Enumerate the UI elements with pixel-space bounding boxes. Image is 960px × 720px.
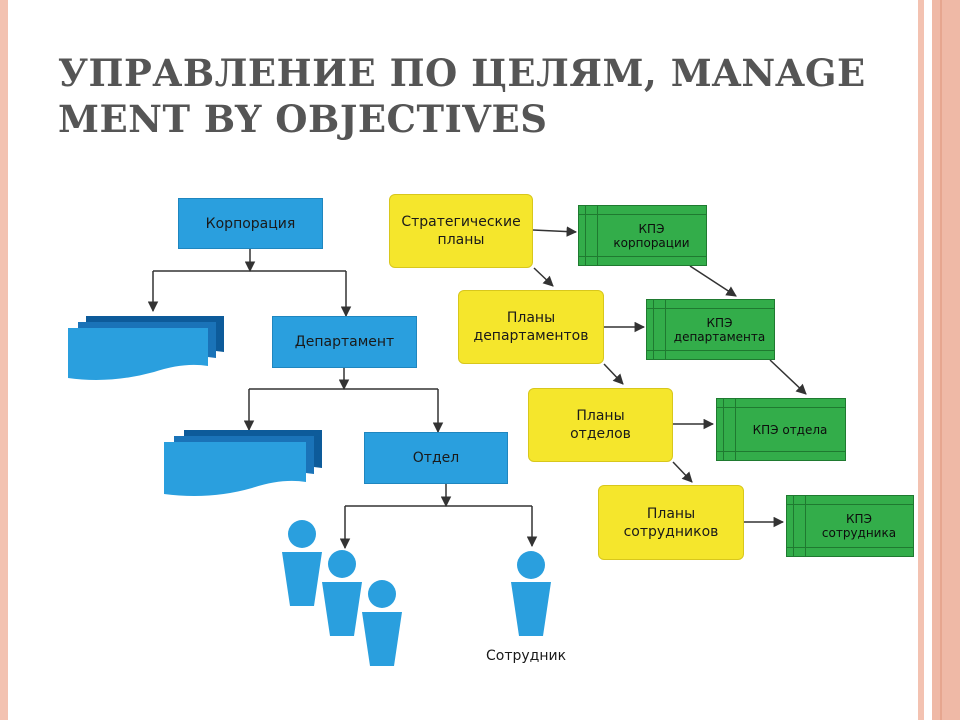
division-plans-label: Планы отделов (570, 408, 631, 442)
division-plans-box: Планы отделов (528, 388, 673, 462)
department-plans-box: Планы департаментов (458, 290, 604, 364)
employee-plans-label: Планы сотрудников (623, 505, 719, 540)
slide-frame-right-inner (918, 0, 924, 720)
slide-frame-right-line (940, 0, 942, 720)
slide-title: УПРАВЛЕНИЕ ПО ЦЕЛЯМ, MANAGE MENT BY OBJE… (58, 51, 866, 141)
kpi-department-label: КПЭ департамента (673, 315, 766, 344)
person-icon (362, 580, 402, 666)
connector-arrow (689, 265, 737, 297)
kpi-department-box: КПЭ департамента (646, 299, 775, 360)
division-label: Отдел (412, 450, 460, 466)
department-plans-label: Планы департаментов (473, 310, 589, 344)
employee-caption: Сотрудник (486, 648, 567, 664)
connector-arrow (769, 359, 807, 395)
corporation-box: Корпорация (178, 198, 323, 249)
department-box: Департамент (272, 316, 417, 368)
document-stack-icon (68, 316, 224, 380)
kpi-employee-label: КПЭ сотрудника (821, 512, 897, 540)
plan-connectors (532, 226, 807, 528)
document-stack-icon (164, 430, 322, 496)
person-icon (322, 550, 362, 636)
person-icon (282, 520, 322, 606)
connector-arrow (532, 226, 578, 237)
slide-frame-left (0, 0, 8, 720)
strategic-plans-label: Стратегические планы (401, 214, 521, 248)
connector-arrow (603, 363, 624, 385)
department-label: Департамент (294, 334, 395, 350)
strategic-plans-box: Стратегические планы (389, 194, 533, 268)
kpi-employee-box: КПЭ сотрудника (786, 495, 914, 557)
person-icon (511, 551, 551, 636)
connector-arrow (533, 267, 554, 287)
slide-frame-right-outer (932, 0, 960, 720)
corporation-label: Корпорация (205, 215, 296, 232)
kpi-division-label: КПЭ отдела (752, 422, 828, 437)
employee-plans-box: Планы сотрудников (598, 485, 744, 560)
kpi-corporation-label: КПЭ корпорации (613, 221, 690, 250)
kpi-corporation-box: КПЭ корпорации (578, 205, 707, 266)
connector-arrow (672, 461, 693, 483)
org-tree-connectors (147, 249, 538, 550)
division-box: Отдел (364, 432, 508, 484)
kpi-division-box: КПЭ отдела (716, 398, 846, 461)
